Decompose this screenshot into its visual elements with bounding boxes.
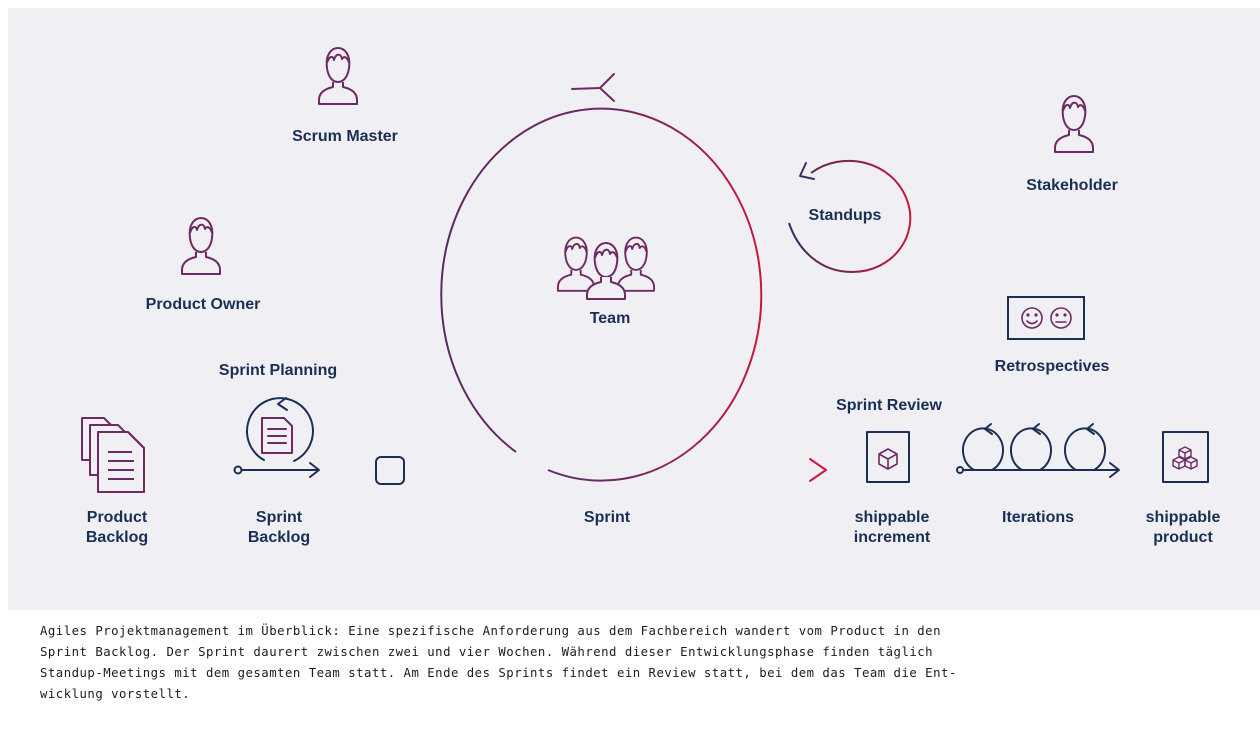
boxes-icon — [1162, 431, 1209, 483]
caption-text: Agiles Projektmanagement im Überblick: E… — [40, 624, 957, 701]
sprint-backlog-label: Sprint Backlog — [247, 509, 311, 546]
product-backlog-label: Product Backlog — [85, 509, 149, 546]
standups-arrowhead-icon — [799, 162, 815, 180]
iterations-cycle-arrow-icon — [956, 423, 1120, 478]
retrospectives-label: Retrospectives — [994, 358, 1110, 375]
team-label: Team — [589, 310, 631, 327]
scrum-master-person-icon — [318, 47, 358, 105]
standups-label: Standups — [808, 207, 882, 224]
cycle-arrowhead-icon — [571, 73, 615, 102]
sprint-planning-label: Sprint Planning — [218, 362, 338, 379]
cycle-document-icon — [233, 397, 320, 478]
shippable-increment-label: shippable increment — [853, 509, 931, 546]
diagram-panel — [8, 8, 1260, 610]
document-stack-icon — [81, 417, 145, 493]
sprint-start-node — [375, 456, 405, 485]
product-owner-label: Product Owner — [145, 296, 261, 313]
standups-loop — [788, 159, 912, 274]
product-owner-person-icon — [181, 217, 221, 275]
iterations-label: Iterations — [1001, 509, 1075, 526]
stakeholder-person-icon — [1054, 95, 1094, 153]
scrum-master-label: Scrum Master — [292, 128, 398, 145]
scrum-diagram — [81, 47, 1209, 493]
stakeholder-label: Stakeholder — [1026, 177, 1118, 194]
shippable-product-label: shippable product — [1145, 509, 1221, 546]
sprint-cycle-circle — [440, 107, 763, 482]
sprint-arrow-icon — [809, 458, 827, 482]
team-icon — [557, 236, 655, 300]
sprint-label: Sprint — [583, 509, 631, 526]
box-icon — [866, 431, 910, 483]
smiley-icon — [1007, 296, 1085, 340]
sprint-review-label: Sprint Review — [836, 397, 942, 414]
